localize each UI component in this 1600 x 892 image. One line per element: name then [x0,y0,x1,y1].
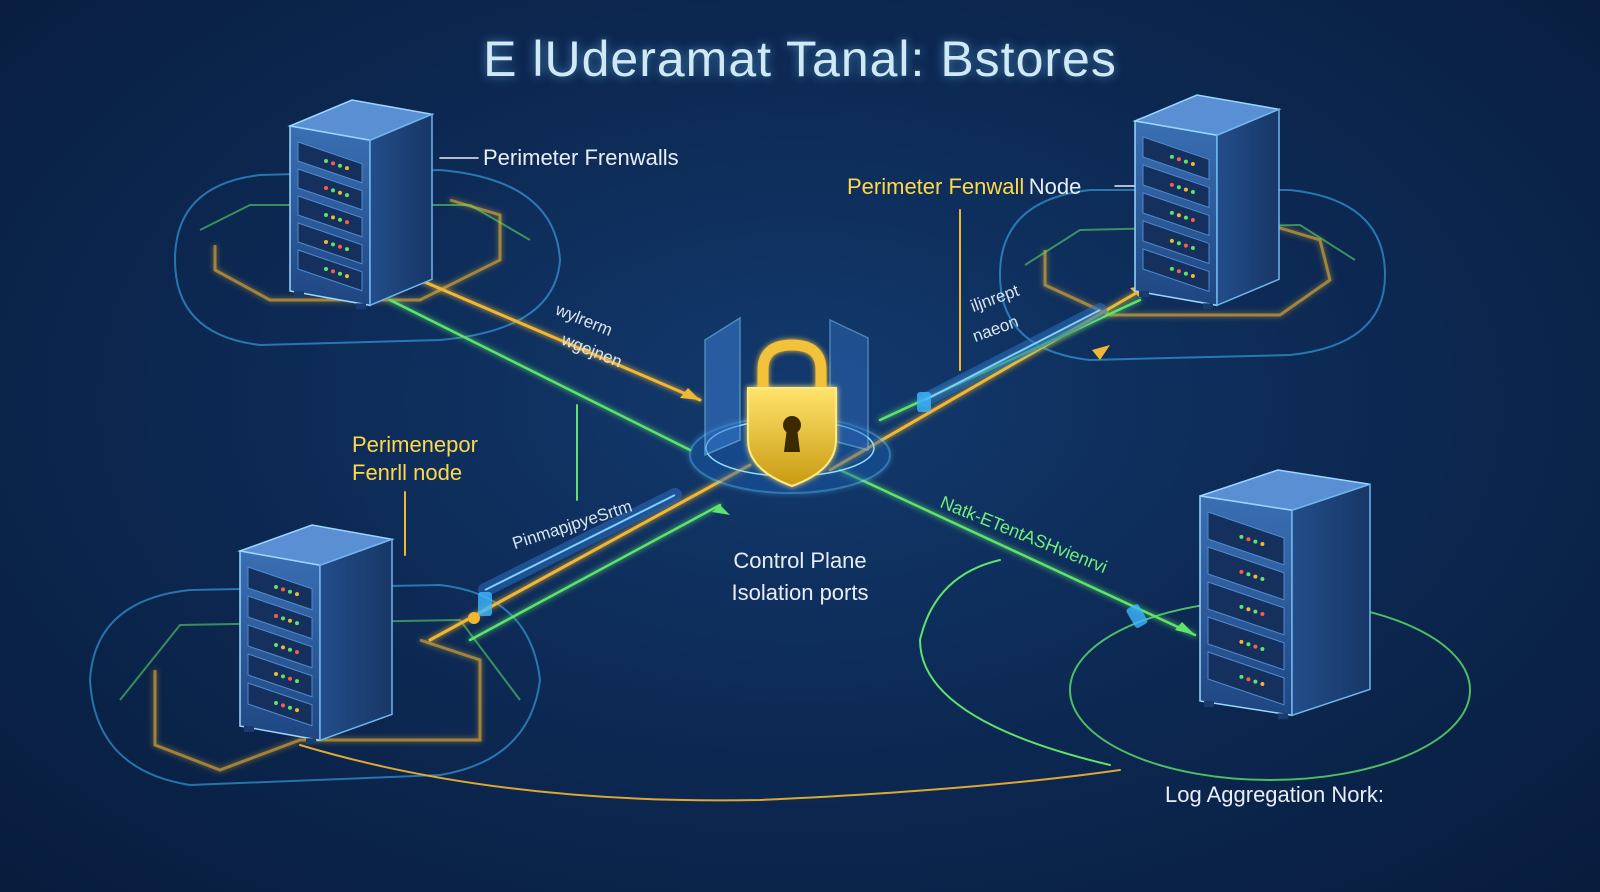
link-bottom-left-green [468,503,722,642]
link-top-left-green [388,298,692,452]
label-top-right-node: Perimeter Fenwall Node [847,174,1081,200]
label-bottom-right-node: Log Aggregation Nork: [1165,782,1384,807]
link-bottom-right-curve [918,559,1111,766]
cable-tubes [468,303,1148,628]
label-bottom-left-line2: Fenrll node [352,460,463,485]
server-rack-icon [237,524,395,745]
server-rack-icon [287,99,435,310]
page-title: E lUderamat Tanal: Bstores [483,31,1117,87]
server-rack-icon [1132,94,1282,310]
label-bottom-left-line1: Perimenepor [352,432,478,457]
link-top-left-yellow [418,278,702,402]
label-top-right-rest: Node [1028,174,1082,199]
label-center-line1: Control Plane [733,548,867,573]
label-center-line2: Isolation ports [731,580,869,605]
label-top-left-node: Perimeter Frenwalls [483,145,679,170]
label-center: Control Plane Isolation ports [700,545,900,609]
server-rack-icon [1199,469,1371,720]
padlock-icon [747,339,837,488]
link-bottom-curve [299,744,1121,802]
label-top-right-highlight: Perimeter Fenwall [847,174,1025,199]
lock-assembly [689,316,891,494]
